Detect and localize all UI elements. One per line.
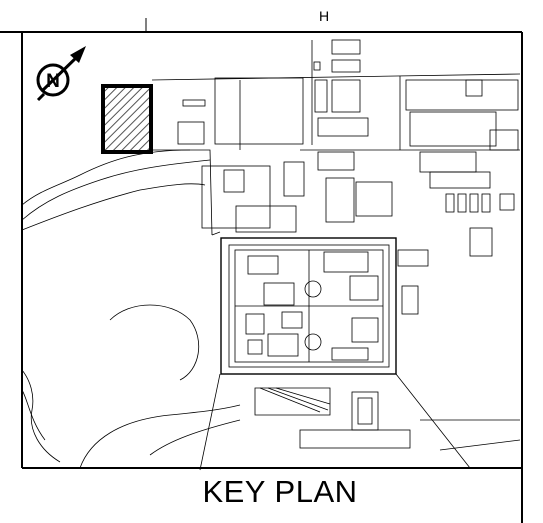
hatched-area-icon — [101, 84, 153, 154]
key-plan-title: KEY PLAN — [202, 474, 358, 509]
north-letter: N — [46, 71, 60, 92]
north-arrow-icon: N — [36, 46, 86, 102]
site-plan — [21, 39, 521, 471]
grid-label: H — [318, 8, 330, 24]
sheet-border — [0, 18, 523, 523]
